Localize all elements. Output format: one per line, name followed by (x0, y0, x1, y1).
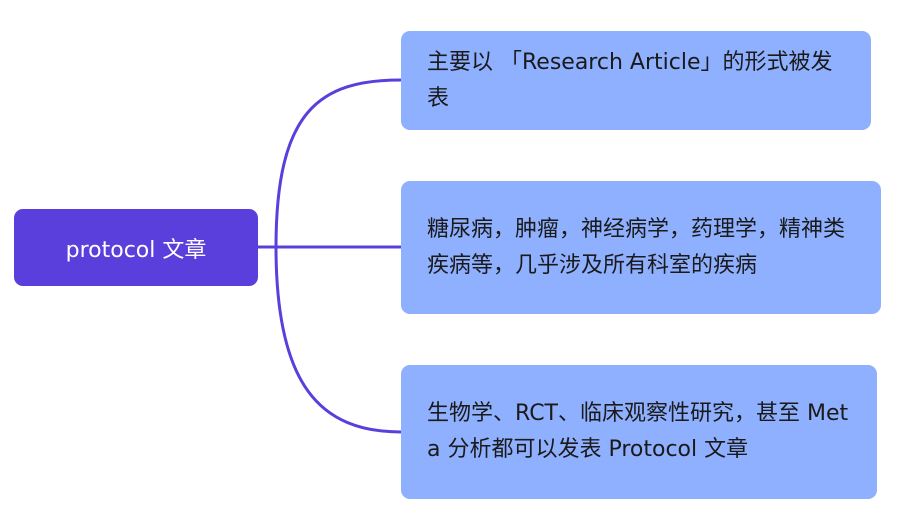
connector-line-1 (258, 78, 402, 249)
subtopic-node-diseases[interactable]: 糖尿病，肿瘤，神经病学，药理学，精神类疾病等，几乎涉及所有科室的疾病 (401, 181, 881, 314)
root-topic-node[interactable]: protocol 文章 (14, 209, 258, 286)
root-topic-label: protocol 文章 (65, 237, 207, 263)
subtopic-node-study-types[interactable]: 生物学、RCT、临床观察性研究，甚至 Meta 分析都可以发表 Protocol… (401, 365, 877, 499)
subtopic-label: 主要以 「Research Article」的形式被发表 (427, 49, 833, 111)
subtopic-label: 糖尿病，肿瘤，神经病学，药理学，精神类疾病等，几乎涉及所有科室的疾病 (427, 216, 846, 278)
subtopic-label: 生物学、RCT、临床观察性研究，甚至 Meta 分析都可以发表 Protocol… (427, 401, 849, 462)
subtopic-node-publication-type[interactable]: 主要以 「Research Article」的形式被发表 (401, 31, 871, 130)
connector-line-3 (274, 246, 402, 434)
